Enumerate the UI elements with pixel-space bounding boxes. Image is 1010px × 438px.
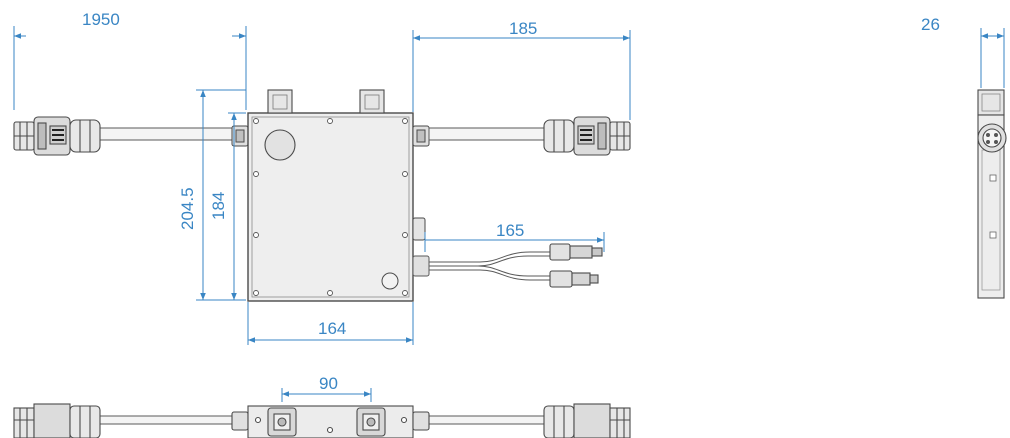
ac-output-connector-icon — [543, 116, 631, 156]
ac-input-connector-icon — [13, 116, 101, 156]
side-view — [977, 89, 1007, 299]
bottom-view — [13, 403, 631, 438]
left-ac-cable — [99, 127, 237, 141]
dc-stub — [412, 217, 426, 241]
dim-dc-cable: 165 — [496, 221, 524, 240]
round-port-icon — [977, 123, 1007, 153]
mounting-hole-icon — [253, 118, 408, 296]
dimension-labels: 1950 185 26 204.5 184 165 164 90 — [82, 10, 940, 393]
dc-socket-icon — [267, 407, 386, 437]
inverter-body — [247, 89, 414, 302]
dim-body-height: 184 — [209, 192, 228, 220]
dim-side-depth: 26 — [921, 15, 940, 34]
bottom-right-connector — [543, 403, 631, 438]
right-ac-cable — [428, 127, 545, 141]
right-cable-gland — [412, 125, 430, 147]
bottom-left-connector — [13, 403, 101, 438]
dc-connector-pair-icon — [549, 243, 603, 288]
dim-top-right-width: 185 — [509, 19, 537, 38]
top-view — [13, 89, 631, 302]
dim-bottom-view-spacing: 90 — [319, 374, 338, 393]
dc-cable — [412, 251, 550, 281]
dim-cable-length: 1950 — [82, 10, 120, 29]
dim-total-height: 204.5 — [178, 187, 197, 230]
dimension-lines — [13, 26, 1005, 402]
dim-body-width: 164 — [318, 319, 346, 338]
bottom-body — [231, 405, 430, 438]
